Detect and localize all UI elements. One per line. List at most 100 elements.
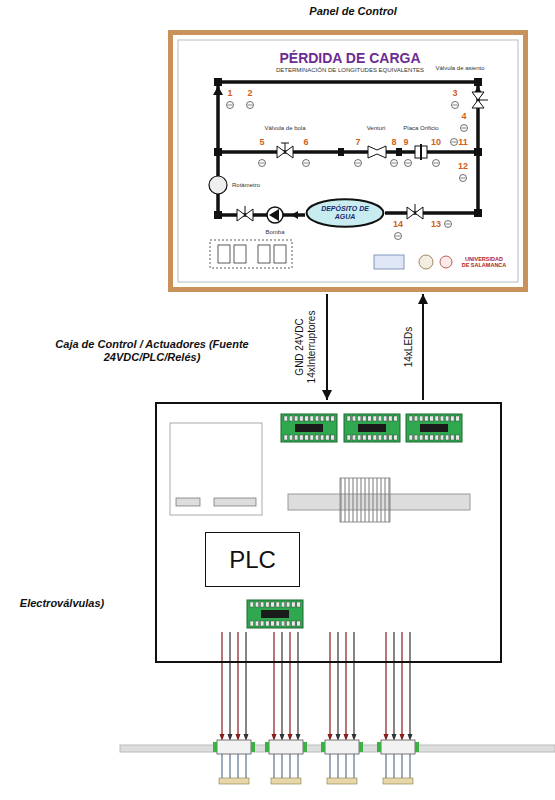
part-label: DETERMINACIÓN DE LONGITUDES EQUIVALENTES [276,67,424,74]
screw-terminal [440,416,444,421]
screw-terminal [445,416,449,421]
board-connector [261,610,289,618]
wire [289,632,290,734]
wire [385,632,386,734]
valve-stem [385,752,387,778]
board-connector [358,424,386,432]
wire-bundle [265,632,307,784]
pressure-gauge [451,139,458,146]
screw-terminal [305,435,309,440]
logo [419,255,433,269]
venturi-symbol [368,146,386,158]
logo [374,255,404,269]
gauge-needle [392,163,397,164]
switch [274,245,286,263]
screw-terminal [250,621,254,626]
pressure-gauge [355,160,362,167]
callout-number: 13 [431,219,441,229]
part-label: UNIVERSIDAD DE SALAMANCA [461,256,507,269]
valve-foot [327,778,357,784]
screw-terminal [363,435,367,440]
pressure-gauge [460,175,467,182]
gauge-needle [446,224,451,225]
screw-terminal [409,435,413,440]
part-label: Válvula de bola [260,125,310,132]
screw-terminal [363,416,367,421]
gauge-dial [405,160,412,167]
pump-symbol [267,207,298,223]
screw-terminal [286,602,290,607]
electrovalve [325,740,359,754]
pressure-gauge [405,160,412,167]
wire [353,632,354,734]
plc-box: PLC [205,532,300,587]
screw-terminal [292,621,296,626]
callout-number: 6 [303,137,308,147]
part-label: Bomba [265,229,284,236]
valve-stem [229,752,231,778]
screw-terminal [300,416,304,421]
valve-stem [237,752,239,778]
screw-terminal [315,435,319,440]
screw-terminal [250,602,254,607]
screw-terminal [419,435,423,440]
valve-led [265,742,269,752]
gauge-dial [259,160,266,167]
screw-terminal [414,416,418,421]
valve-stem [281,752,283,778]
wire [237,632,238,734]
valve-foot [271,778,301,784]
wire [393,632,394,734]
gauge-dial [227,102,234,109]
valve-body [472,100,484,108]
terminal-board [281,414,337,442]
box-label: DEPÓSITO DE AGUA [315,205,375,221]
gauge-dial [451,139,458,146]
valve-body [245,209,253,221]
callout-number: 5 [259,137,264,147]
gauge-dial [395,233,402,240]
screw-terminal [305,416,309,421]
valve-handle [281,143,289,144]
fitting [474,209,482,217]
part-label: Válvula de asiento [430,65,490,72]
screw-terminal [276,621,280,626]
terminal-board [344,414,400,442]
logo [440,256,452,268]
screw-terminal [373,435,377,440]
valve-led [303,742,307,752]
screw-terminal [414,435,418,440]
board-connector [420,424,448,432]
wire [329,632,330,734]
electrovalve [381,740,415,754]
wire [245,632,246,734]
wire [345,632,346,734]
wire [273,632,274,734]
valve-stem [415,204,416,213]
screw-terminal [315,416,319,421]
pump-casing [267,207,283,223]
wire [409,632,410,734]
pressure-gauge [259,160,266,167]
pressure-gauge [461,125,468,132]
screw-terminal [255,602,259,607]
gauge-dial [461,125,468,132]
tank-ellipse [307,199,384,227]
valve-stem [245,206,246,215]
switch-symbols [218,245,286,263]
screw-terminal [419,416,423,421]
valve-body [285,146,293,158]
screw-terminal [310,435,314,440]
flow-arrow [291,211,298,219]
callout-number: 14 [393,219,403,229]
callout-number: 12 [458,161,468,171]
part-label: Venturi [367,125,386,132]
valve-stem [478,100,488,101]
screw-terminal [440,435,444,440]
wire [337,632,338,734]
screw-terminal [281,621,285,626]
pressure-gauge [452,102,459,109]
rotameter-symbol [209,176,227,194]
